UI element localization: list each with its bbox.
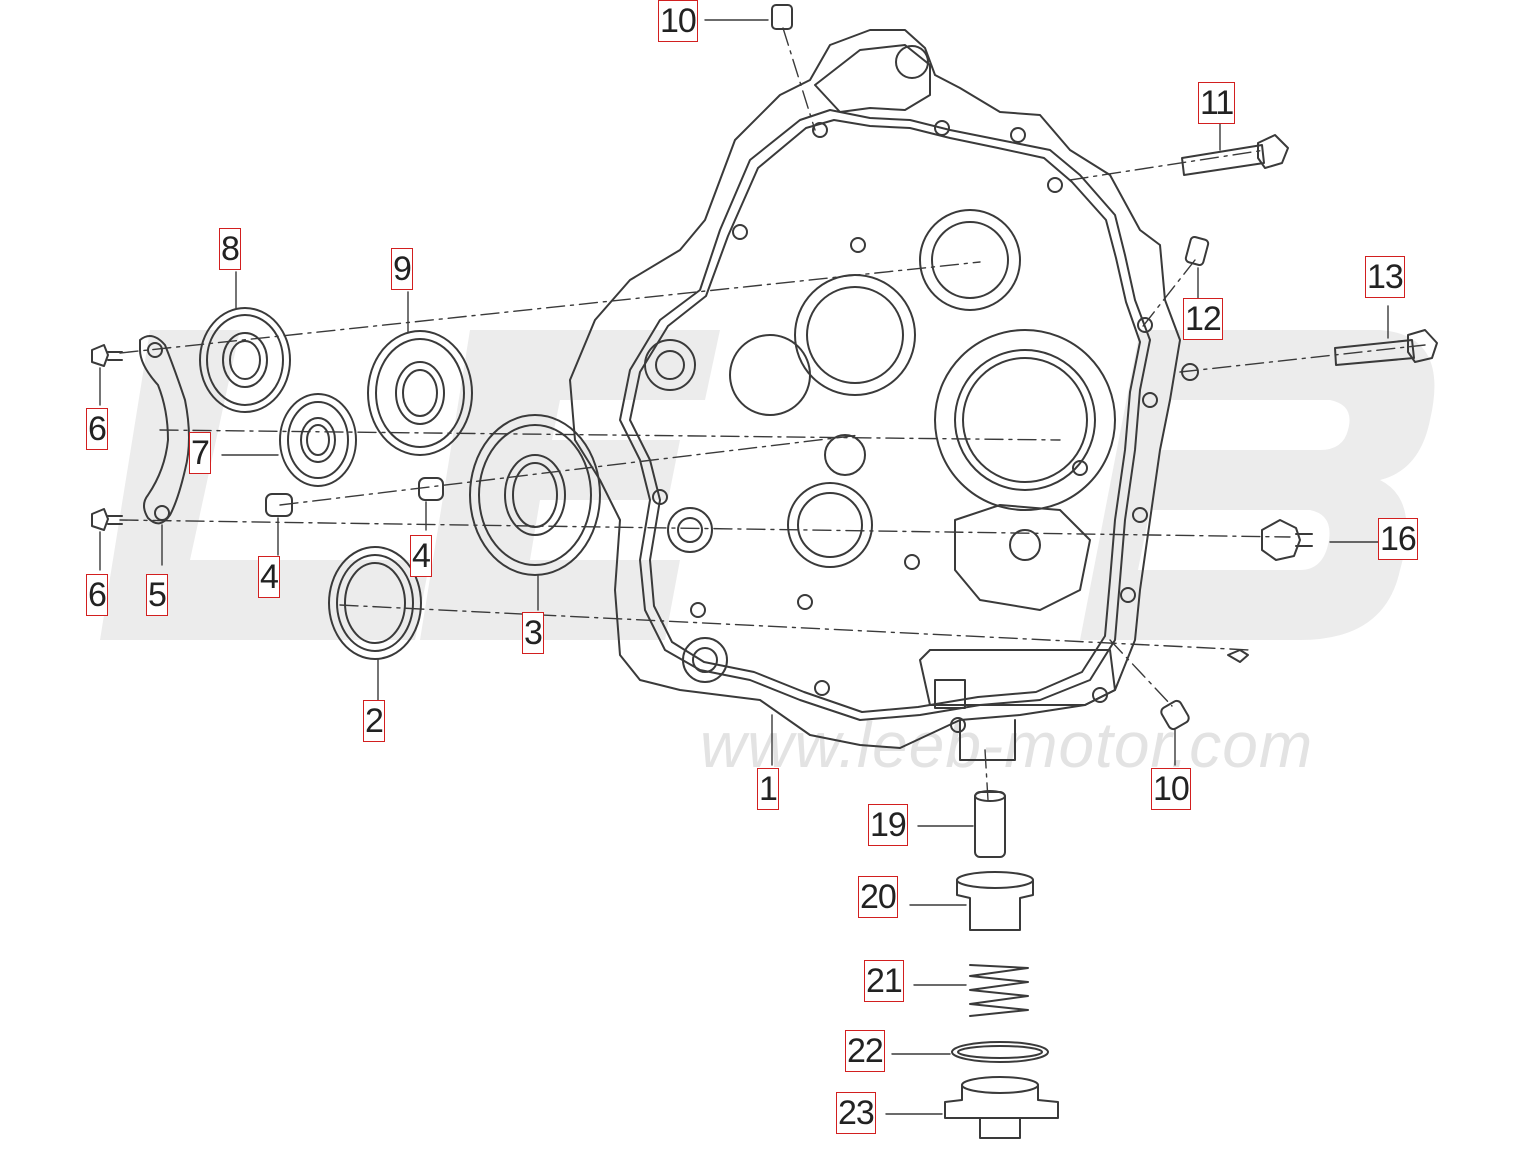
callout-part-20: 20 <box>858 876 898 918</box>
watermark-url: www.leeb-motor.com <box>700 709 1314 781</box>
callout-part-10-bottom: 10 <box>1151 768 1191 810</box>
part-9-bearing <box>367 291 473 456</box>
callout-part-7: 7 <box>189 432 211 474</box>
callout-part-11: 11 <box>1198 82 1236 124</box>
callout-part-9: 9 <box>391 248 413 290</box>
callout-part-13: 13 <box>1365 256 1405 298</box>
callout-part-2: 2 <box>363 700 385 742</box>
callout-part-10-top: 10 <box>658 0 698 42</box>
part-21-spring <box>913 964 1029 1017</box>
callout-part-1: 1 <box>757 768 779 810</box>
callout-part-4-right: 4 <box>410 535 432 577</box>
part-6-screws <box>91 344 123 571</box>
callout-part-16: 16 <box>1378 518 1418 560</box>
part-12-dowel <box>1184 236 1210 299</box>
part-10-top-dowel <box>704 4 793 30</box>
part-8-bearing <box>199 271 291 413</box>
crankcase <box>569 29 1199 766</box>
part-11-bolt <box>1181 123 1289 176</box>
part-16-fitting <box>1261 519 1379 561</box>
part-13-bolt <box>1334 305 1438 366</box>
callout-part-22: 22 <box>845 1030 885 1072</box>
watermark-logo <box>100 330 1435 640</box>
part-10-lower-dowel <box>1160 649 1249 766</box>
part-22-o-ring <box>891 1041 1049 1063</box>
callout-part-19: 19 <box>868 804 908 846</box>
part-2-bearing <box>328 546 422 701</box>
callout-part-4-left: 4 <box>258 556 280 598</box>
callout-part-23: 23 <box>836 1092 876 1134</box>
callout-part-6-top: 6 <box>86 408 108 450</box>
part-5-retainer-plate <box>139 335 190 566</box>
part-7-bearing <box>221 393 357 487</box>
callout-part-21: 21 <box>864 960 904 1002</box>
callout-part-6-bottom: 6 <box>86 574 108 616</box>
explode-axis-lines <box>119 27 1426 801</box>
bolt-holes <box>652 120 1199 733</box>
callout-part-12: 12 <box>1183 298 1223 340</box>
part-19-piston <box>917 790 1006 858</box>
callout-part-5: 5 <box>146 574 168 616</box>
part-3-bearing <box>469 414 601 611</box>
callout-part-8: 8 <box>219 228 241 270</box>
part-4-dowels <box>265 477 444 556</box>
part-23-cap <box>885 1076 1059 1139</box>
callout-part-3: 3 <box>522 612 544 654</box>
part-20-sleeve <box>909 871 1034 931</box>
